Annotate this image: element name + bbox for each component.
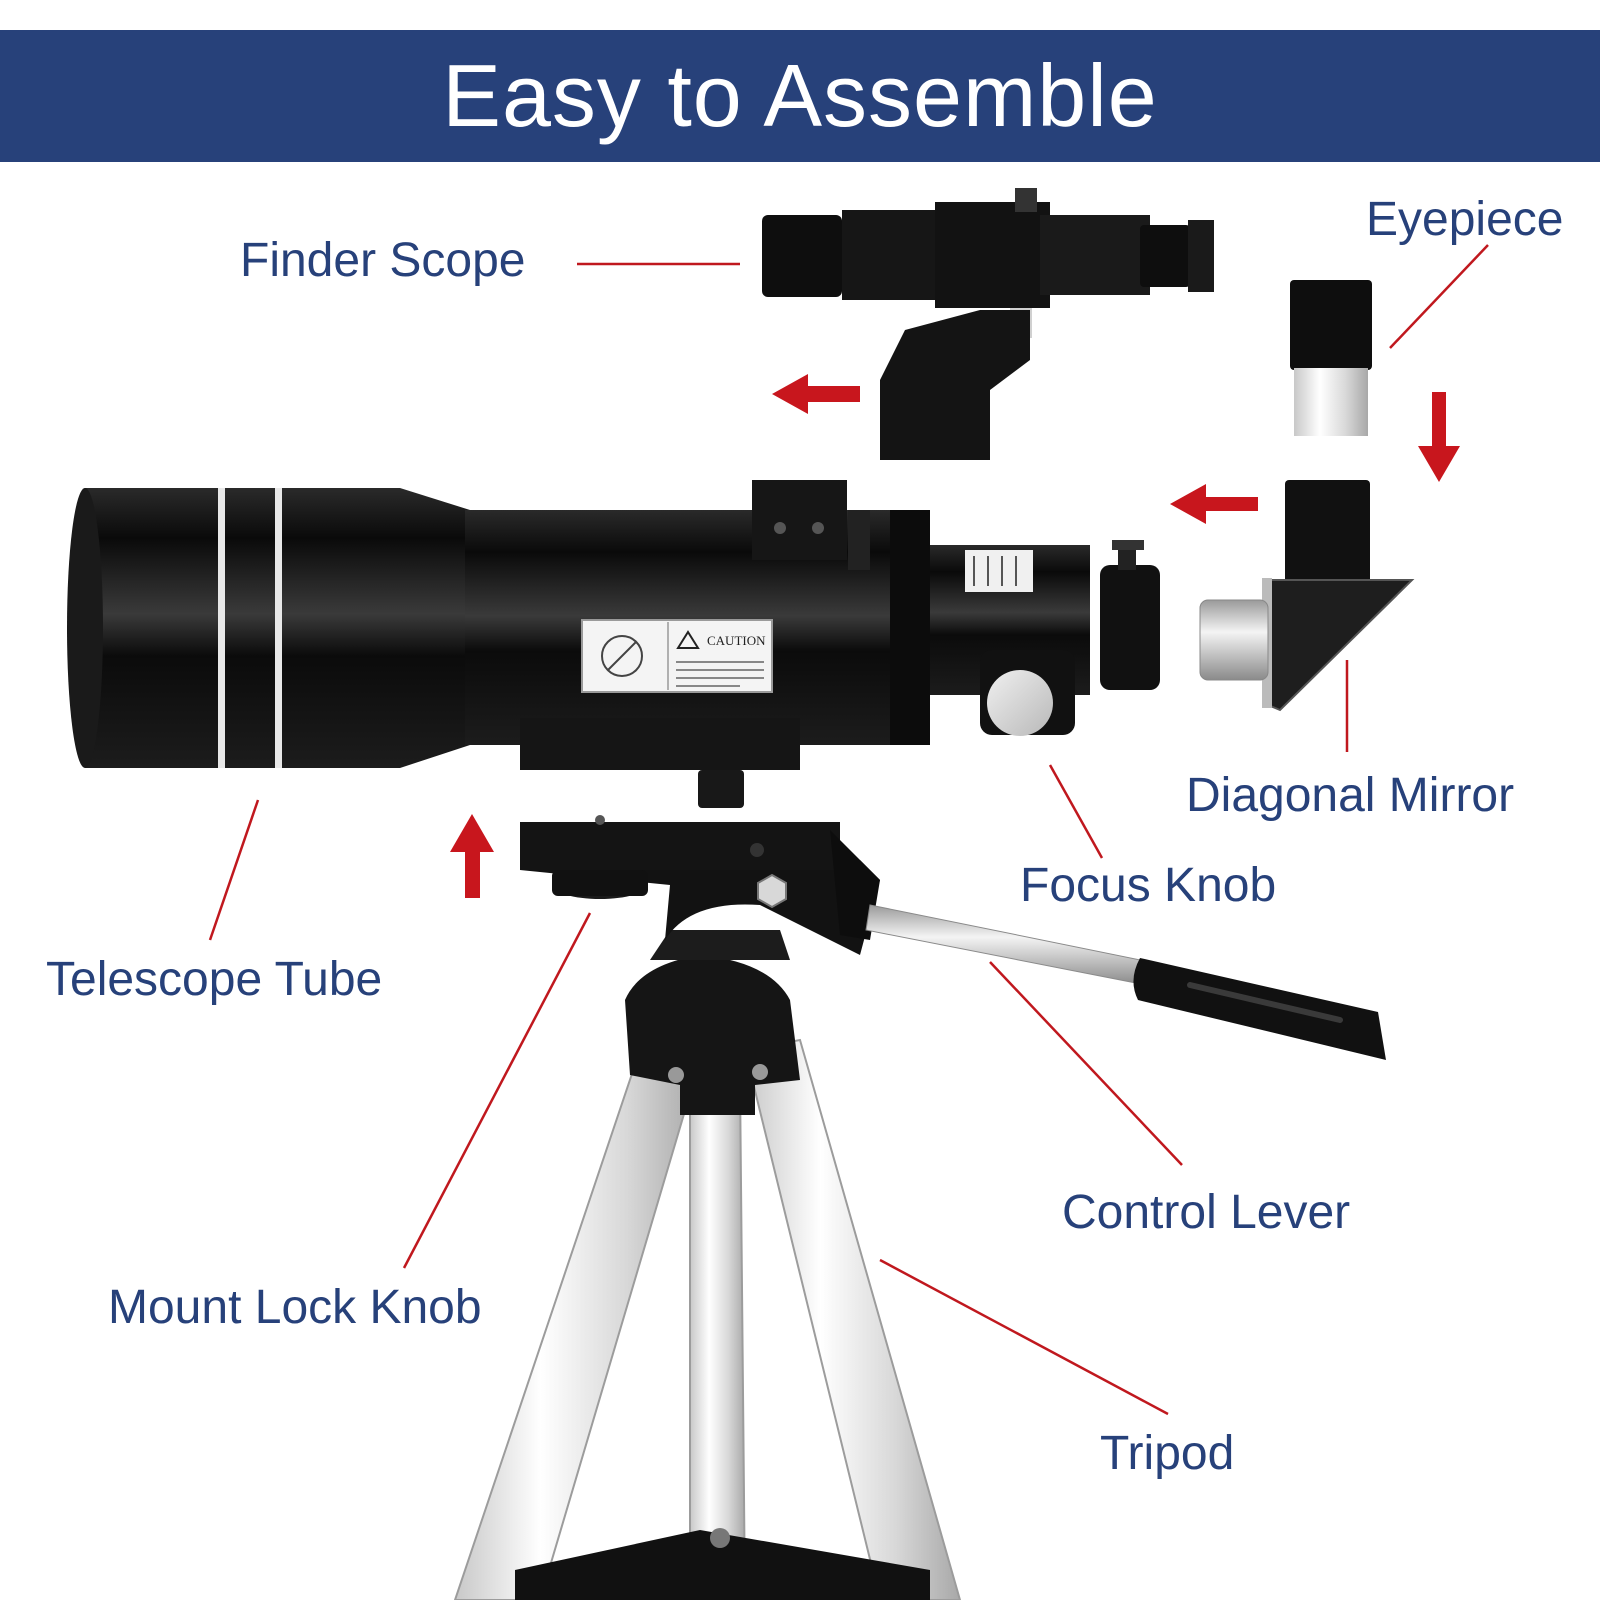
eyepiece [1290,280,1372,436]
arrow-finder-left [772,374,860,414]
tripod-mount-plate [520,822,840,870]
diagonal-nosepiece [1199,599,1269,681]
control-lever-rod [865,904,1151,986]
leader-telescope-tube [208,799,260,941]
dew-shield [72,488,400,768]
leader-tripod [879,1258,1169,1416]
label-mount-lock-knob: Mount Lock Knob [108,1281,482,1334]
caution-text: CAUTION [707,633,766,648]
hex-bolt [757,873,787,909]
eyepiece-barrel [1294,368,1368,436]
tripod-leg-left [453,1048,702,1600]
diagonal-mirror [1199,480,1415,712]
spec-label [965,550,1033,592]
telescope: CAUTION [67,480,1160,808]
tripod-leg-center [689,1079,747,1600]
leader-mount-lock-knob [402,912,592,1269]
caution-sticker: CAUTION [581,619,773,693]
leader-control-lever [989,961,1183,1166]
label-telescope-tube: Telescope Tube [46,953,383,1006]
label-tripod: Tripod [1100,1427,1235,1480]
control-lever-handle [1133,958,1386,1060]
title-banner: Easy to Assemble [0,30,1600,162]
label-control-lever: Control Lever [1062,1186,1351,1239]
tripod [453,815,1386,1600]
diagonal-prism [1267,579,1415,712]
assembly-arrows [450,374,1460,898]
tube-taper [400,488,470,768]
tripod-head-collar [650,930,790,960]
label-eyepiece: Eyepiece [1366,193,1564,246]
label-focus-knob: Focus Knob [1020,859,1277,912]
arrow-tube-up [450,814,494,898]
arrow-diagonal-left [1170,484,1258,524]
leader-focus-knob [1048,764,1104,859]
focuser-threaded-ring [1100,565,1160,690]
silver-ring-1 [218,488,225,768]
finder-scope [762,188,1214,460]
arrow-eyepiece-down [1418,392,1460,482]
label-finder-scope: Finder Scope [240,234,526,287]
finder-bracket [880,310,1030,460]
focus-knob-part [987,670,1053,736]
tripod-leg-right [743,1038,962,1600]
label-diagonal-mirror: Diagonal Mirror [1186,769,1515,822]
leader-lines [208,244,1489,1416]
mount-screw [698,770,744,808]
tripod-head-side [830,830,880,940]
silver-ring-2 [275,488,282,768]
dovetail-block [520,718,800,770]
tripod-spreader [515,1530,930,1600]
finder-shoe [752,480,847,560]
leader-eyepiece [1389,244,1489,349]
page-title: Easy to Assemble [442,46,1158,145]
rear-collar [890,510,930,745]
